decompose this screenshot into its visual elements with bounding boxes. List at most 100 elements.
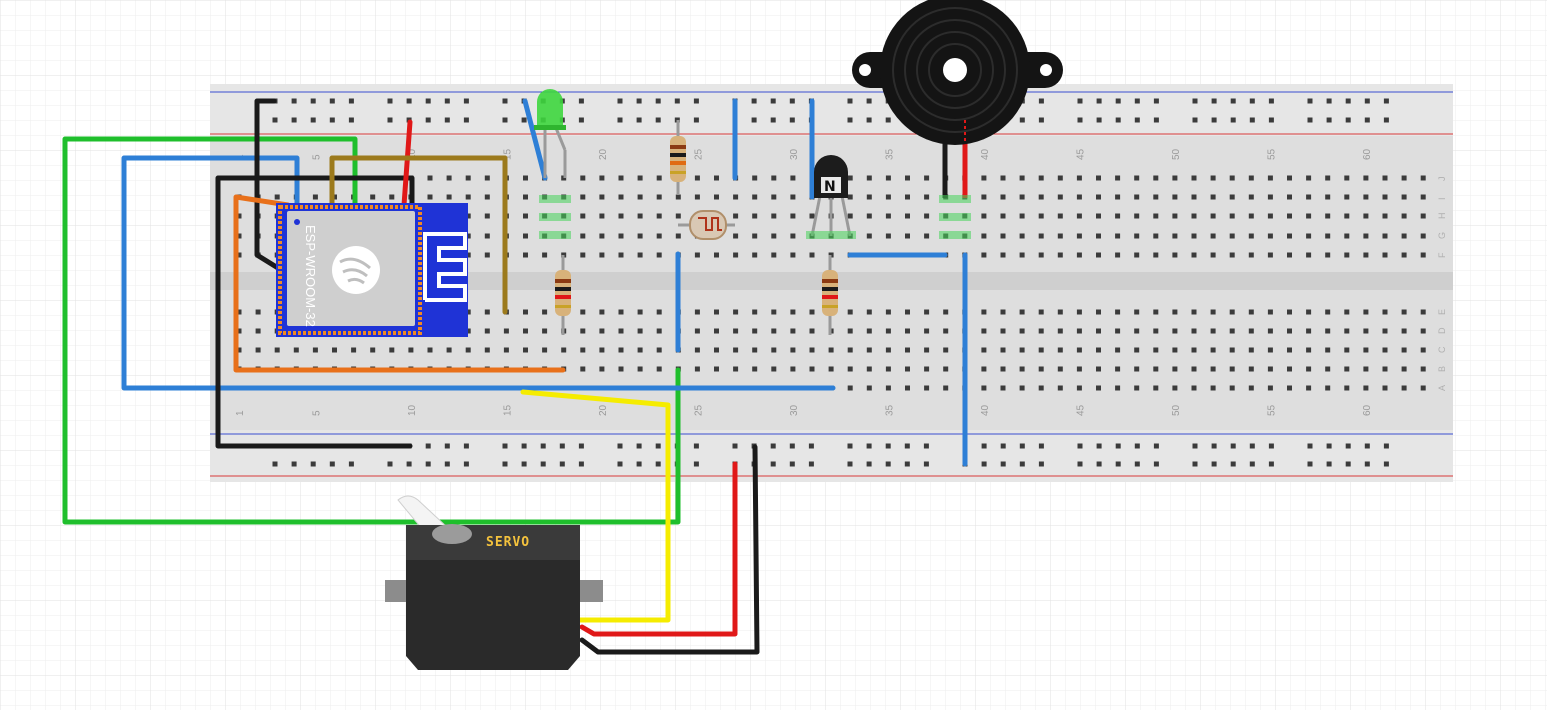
breadboard-hole[interactable] [1287, 252, 1292, 258]
breadboard-hole[interactable] [1363, 328, 1369, 334]
breadboard-hole[interactable] [752, 194, 758, 200]
breadboard-hole[interactable] [1019, 347, 1025, 353]
breadboard-hole[interactable] [1172, 175, 1178, 181]
breadboard-hole[interactable] [924, 347, 930, 353]
breadboard-hole[interactable] [1115, 117, 1121, 123]
breadboard-hole[interactable] [637, 309, 643, 315]
breadboard-hole[interactable] [427, 175, 433, 181]
breadboard-hole[interactable] [542, 252, 548, 258]
breadboard-hole[interactable] [1344, 194, 1350, 200]
breadboard-hole[interactable] [1382, 366, 1388, 372]
breadboard-hole[interactable] [617, 117, 623, 123]
breadboard-hole[interactable] [885, 175, 891, 181]
breadboard-hole[interactable] [446, 194, 452, 200]
breadboard-hole[interactable] [752, 233, 758, 239]
breadboard-hole[interactable] [1000, 385, 1006, 391]
breadboard-hole[interactable] [636, 117, 642, 123]
breadboard-hole[interactable] [847, 194, 853, 200]
breadboard-hole[interactable] [1248, 194, 1254, 200]
breadboard-hole[interactable] [1345, 461, 1351, 467]
breadboard-hole[interactable] [1019, 309, 1025, 315]
breadboard-hole[interactable] [1382, 347, 1388, 353]
breadboard-hole[interactable] [1191, 233, 1197, 239]
breadboard-hole[interactable] [1229, 309, 1235, 315]
breadboard-hole[interactable] [444, 461, 450, 467]
breadboard-hole[interactable] [714, 328, 719, 334]
breadboard-hole[interactable] [523, 347, 528, 353]
breadboard-hole[interactable] [1019, 233, 1025, 239]
breadboard-hole[interactable] [656, 252, 662, 258]
breadboard-hole[interactable] [1076, 233, 1082, 239]
breadboard-hole[interactable] [1115, 252, 1121, 258]
breadboard-hole[interactable] [1287, 347, 1292, 353]
breadboard-hole[interactable] [1153, 366, 1159, 372]
breadboard-hole[interactable] [1192, 461, 1198, 467]
breadboard-hole[interactable] [1115, 366, 1121, 372]
breadboard-hole[interactable] [1287, 194, 1292, 200]
breadboard-hole[interactable] [599, 252, 605, 258]
breadboard-hole[interactable] [1325, 194, 1331, 200]
breadboard-hole[interactable] [694, 309, 700, 315]
breadboard-hole[interactable] [714, 194, 719, 200]
breadboard-hole[interactable] [1325, 252, 1331, 258]
breadboard-hole[interactable] [885, 443, 891, 449]
breadboard-hole[interactable] [1401, 252, 1407, 258]
breadboard-hole[interactable] [752, 213, 758, 219]
breadboard-hole[interactable] [1134, 175, 1140, 181]
breadboard-hole[interactable] [1344, 385, 1350, 391]
breadboard-hole[interactable] [1057, 309, 1063, 315]
resistor-1[interactable] [670, 120, 686, 195]
breadboard-hole[interactable] [1153, 347, 1159, 353]
breadboard-hole[interactable] [1287, 328, 1292, 334]
breadboard-hole[interactable] [1363, 194, 1369, 200]
breadboard-hole[interactable] [656, 175, 662, 181]
breadboard-hole[interactable] [1076, 347, 1082, 353]
breadboard-hole[interactable] [599, 347, 605, 353]
breadboard-hole[interactable] [1306, 309, 1312, 315]
breadboard-hole[interactable] [1229, 366, 1235, 372]
breadboard-hole[interactable] [905, 385, 910, 391]
breadboard-hole[interactable] [1210, 385, 1216, 391]
breadboard-hole[interactable] [1153, 309, 1159, 315]
servo-motor[interactable]: SERVO [385, 495, 603, 670]
breadboard-hole[interactable] [618, 309, 624, 315]
breadboard-hole[interactable] [1248, 366, 1254, 372]
breadboard-hole[interactable] [1096, 309, 1101, 315]
breadboard-hole[interactable] [1267, 175, 1273, 181]
breadboard-hole[interactable] [389, 194, 395, 200]
breadboard-hole[interactable] [847, 385, 853, 391]
breadboard-hole[interactable] [1134, 347, 1140, 353]
breadboard-hole[interactable] [1248, 213, 1254, 219]
breadboard-hole[interactable] [580, 213, 586, 219]
breadboard-hole[interactable] [1019, 443, 1025, 449]
breadboard-hole[interactable] [1191, 366, 1197, 372]
breadboard-hole[interactable] [943, 385, 949, 391]
breadboard-hole[interactable] [1000, 366, 1006, 372]
breadboard-hole[interactable] [1210, 213, 1216, 219]
breadboard-hole[interactable] [1420, 309, 1426, 315]
breadboard-hole[interactable] [1038, 194, 1044, 200]
breadboard-hole[interactable] [1096, 117, 1102, 123]
breadboard-hole[interactable] [1325, 347, 1331, 353]
breadboard-hole[interactable] [637, 175, 643, 181]
breadboard-hole[interactable] [427, 347, 433, 353]
breadboard-hole[interactable] [465, 233, 471, 239]
breadboard-hole[interactable] [1267, 347, 1273, 353]
breadboard-hole[interactable] [1420, 233, 1426, 239]
breadboard-hole[interactable] [847, 366, 853, 372]
breadboard-hole[interactable] [1096, 443, 1102, 449]
breadboard-hole[interactable] [1248, 328, 1254, 334]
breadboard-hole[interactable] [580, 233, 586, 239]
breadboard-hole[interactable] [559, 461, 565, 467]
breadboard-hole[interactable] [255, 309, 261, 315]
breadboard-hole[interactable] [905, 347, 910, 353]
breadboard-hole[interactable] [502, 98, 508, 104]
breadboard-hole[interactable] [1134, 233, 1140, 239]
breadboard-hole[interactable] [561, 347, 567, 353]
breadboard-hole[interactable] [1229, 213, 1235, 219]
breadboard-hole[interactable] [1249, 461, 1255, 467]
breadboard-hole[interactable] [1363, 366, 1369, 372]
breadboard-hole[interactable] [943, 328, 949, 334]
breadboard-hole[interactable] [1401, 309, 1407, 315]
breadboard-hole[interactable] [694, 252, 700, 258]
